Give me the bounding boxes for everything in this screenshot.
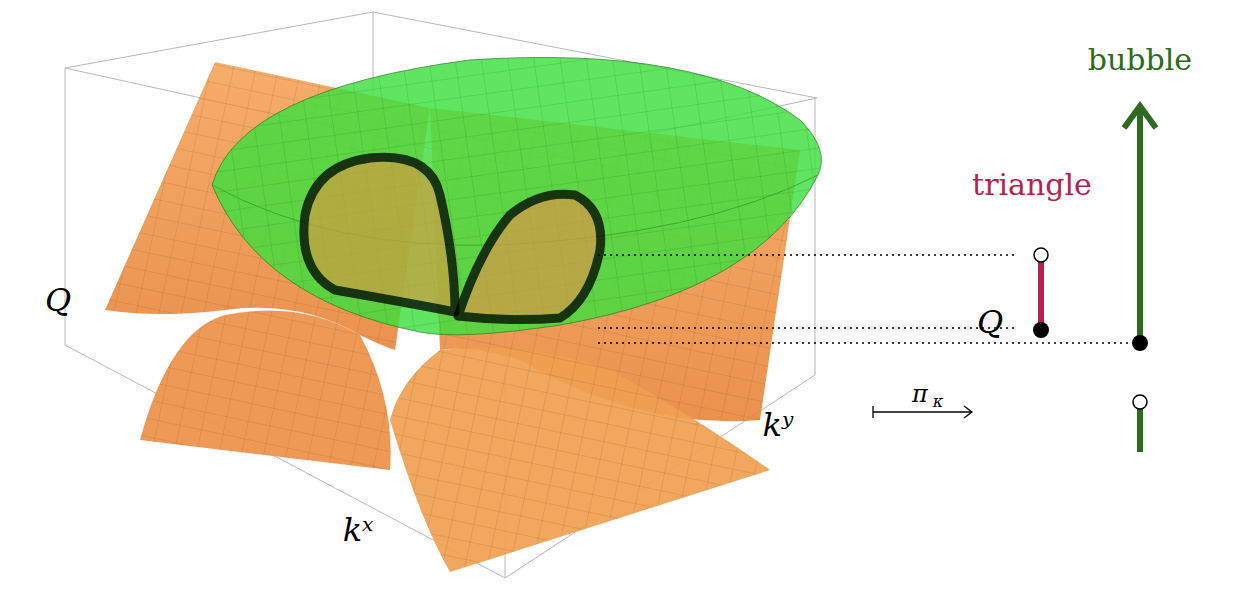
intersection-curve [304,157,601,319]
triangle-segment [1033,248,1049,338]
axis-label: Q [45,284,71,316]
projection-line [598,255,1128,343]
triangle-label: triangle [972,170,1092,200]
axis-label: kˣ [343,514,374,546]
axis-label: Q [977,306,1003,338]
green-bowl [212,58,821,335]
bubble-ray [1124,106,1156,452]
bubble-label: bubble [1088,45,1192,75]
maps-to-arrow [873,406,972,418]
projection-subscript: κ [933,394,944,410]
axis-label: kʸ [763,409,794,441]
projection-label: π [912,382,928,406]
